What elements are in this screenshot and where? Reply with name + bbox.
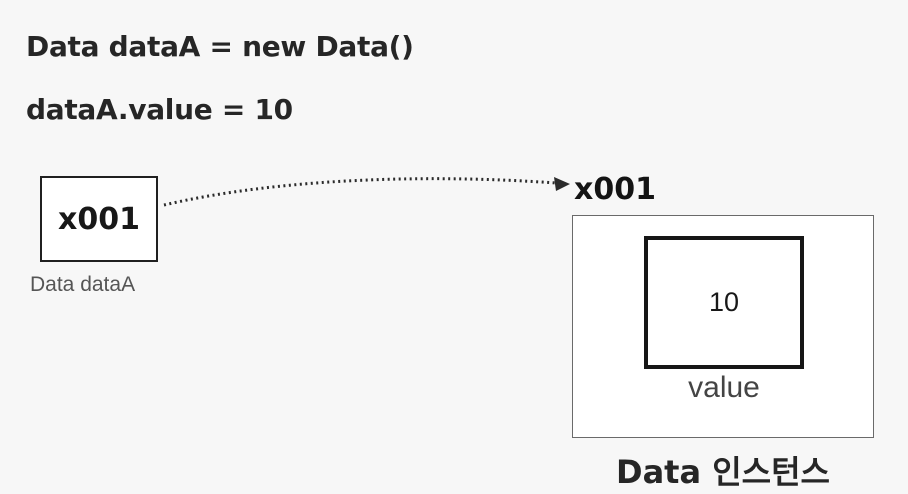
value-field-label: value (688, 371, 760, 404)
reference-arrow-line (163, 177, 557, 207)
reference-variable-value: x001 (58, 201, 140, 237)
code-line-assignment: dataA.value = 10 (26, 93, 293, 126)
reference-arrowhead-icon (554, 177, 570, 191)
reference-variable-label: Data dataA (30, 273, 136, 296)
value-field-value: 10 (708, 287, 740, 317)
instance-address-label: x001 (574, 172, 656, 207)
value-field-box: 10 (644, 236, 804, 369)
code-line-declaration: Data dataA = new Data() (26, 30, 414, 63)
reference-variable-box: x001 (40, 176, 158, 262)
instance-caption: Data 인스턴스 (616, 453, 830, 491)
